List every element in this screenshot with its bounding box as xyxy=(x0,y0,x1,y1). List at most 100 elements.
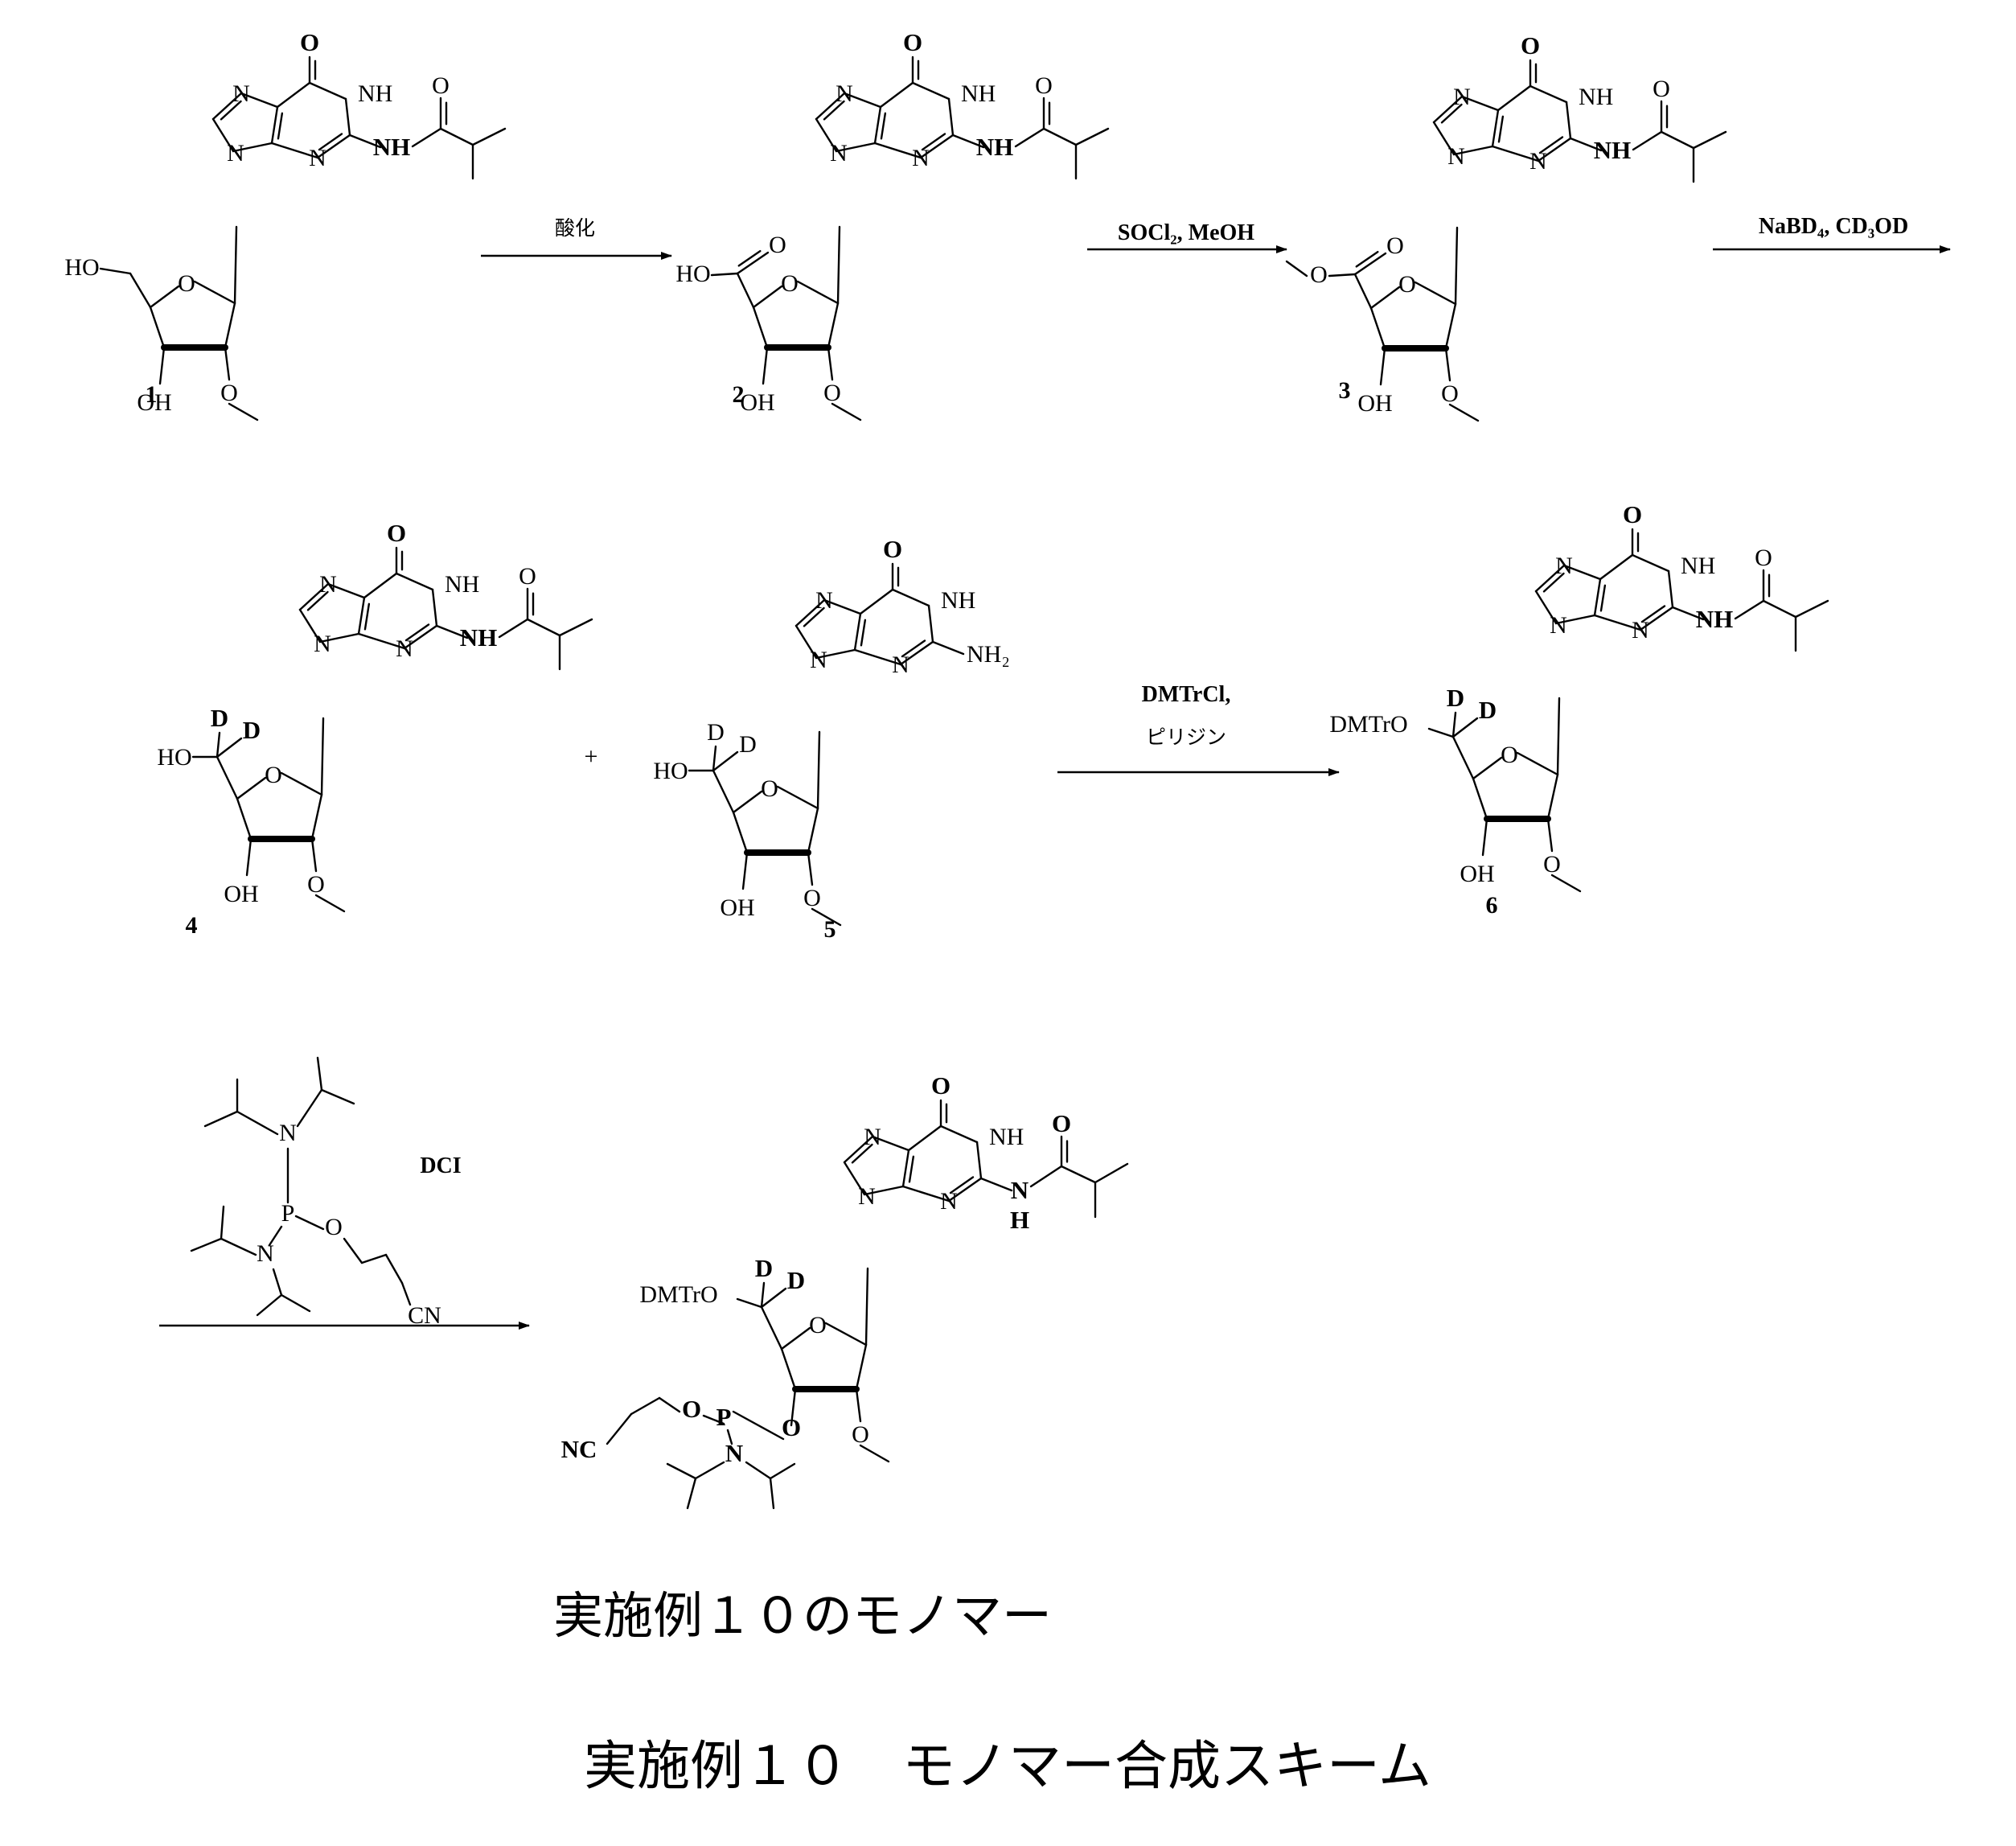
bond xyxy=(402,1283,410,1305)
atom-label: O xyxy=(1521,31,1540,60)
bond xyxy=(1552,875,1580,891)
atom-label: HO xyxy=(653,758,688,784)
bond xyxy=(1566,102,1571,138)
atom-label: O xyxy=(761,775,778,802)
bond xyxy=(1601,586,1605,611)
atom-label: O xyxy=(682,1395,701,1423)
bond xyxy=(832,404,860,420)
atom-label: NH xyxy=(460,623,498,652)
product-caption: 実施例１０のモノマー xyxy=(553,1586,1052,1645)
atom-label: D xyxy=(787,1266,805,1294)
bond xyxy=(296,1216,323,1229)
atom-label: D xyxy=(1447,684,1464,712)
bond xyxy=(855,614,860,650)
bond xyxy=(1076,129,1108,145)
bond xyxy=(473,129,505,145)
bond xyxy=(205,1112,237,1126)
bond xyxy=(1796,601,1828,617)
structure-compound-3: ONNNNHNHOOOOOOH xyxy=(1287,31,1726,421)
reagent-pyridine: ピリジン xyxy=(1146,726,1226,749)
bond xyxy=(1633,132,1661,150)
atom-label: O xyxy=(387,519,406,547)
bond xyxy=(225,347,229,380)
bond xyxy=(1763,601,1796,617)
atom-label: N xyxy=(940,1188,958,1215)
bond xyxy=(913,83,949,99)
bond xyxy=(281,773,322,795)
bond xyxy=(808,853,812,885)
bond xyxy=(949,99,953,135)
bond xyxy=(762,1283,764,1307)
bond xyxy=(1415,282,1456,304)
atom-label: DMTrO xyxy=(639,1281,717,1308)
atom-label: N xyxy=(1011,1176,1029,1204)
structure-compound-5: ONNNNHNH₂OODDHOOH xyxy=(653,535,1009,925)
bond xyxy=(217,757,237,799)
bond xyxy=(753,286,782,307)
atom-label: D xyxy=(739,731,757,758)
bond xyxy=(733,812,747,853)
bond xyxy=(217,733,220,757)
atom-label: O xyxy=(903,28,922,56)
atom-label: O xyxy=(432,72,450,99)
bond xyxy=(713,752,737,771)
bond xyxy=(860,590,893,614)
reagent-dci: DCI xyxy=(420,1153,461,1178)
bond xyxy=(365,604,369,630)
bond xyxy=(160,347,164,384)
bond xyxy=(221,1207,224,1239)
bond xyxy=(1517,753,1558,775)
compound-label-4: 4 xyxy=(186,912,198,939)
atom-label: O xyxy=(1501,742,1518,768)
bond xyxy=(866,1268,868,1345)
bond xyxy=(1446,304,1456,348)
atom-label: OH xyxy=(720,894,754,921)
atom-label: N xyxy=(1447,143,1465,170)
bond xyxy=(1429,729,1453,737)
bond xyxy=(346,99,350,135)
bond xyxy=(828,347,832,380)
bond xyxy=(1548,819,1552,851)
bond xyxy=(875,107,881,143)
bond xyxy=(770,1464,794,1478)
atom-label: NH xyxy=(1696,605,1734,633)
atom-label: NC xyxy=(561,1435,597,1463)
atom-label: O xyxy=(823,380,841,406)
atom-label: NH xyxy=(1594,136,1632,164)
bond xyxy=(1287,261,1307,276)
atom-label: N xyxy=(892,652,909,678)
bond xyxy=(229,404,257,420)
atom-label: N xyxy=(858,1183,876,1210)
bond xyxy=(696,1462,724,1478)
bond xyxy=(1548,775,1558,819)
bond xyxy=(1357,252,1378,266)
bond xyxy=(278,113,282,139)
bond xyxy=(782,1349,795,1389)
atom-label: N xyxy=(1453,84,1471,110)
bond xyxy=(150,286,179,307)
bond xyxy=(861,620,865,646)
bond xyxy=(977,1142,981,1178)
bond xyxy=(667,1464,696,1478)
bond xyxy=(344,1239,362,1263)
bond xyxy=(1499,117,1503,142)
bond xyxy=(386,1255,402,1283)
bond xyxy=(1735,601,1763,619)
bond xyxy=(1061,1166,1095,1182)
compound-label-1: 1 xyxy=(146,381,158,408)
bond xyxy=(130,273,150,307)
atom-label: H xyxy=(1010,1206,1029,1234)
bond xyxy=(933,642,963,654)
bond xyxy=(101,269,130,273)
atom-label: P xyxy=(716,1403,732,1431)
bond xyxy=(221,1239,256,1255)
atom-label: D xyxy=(211,704,228,732)
bond xyxy=(322,1090,354,1104)
atom-label: N xyxy=(1632,617,1649,643)
structure-compound-4: ONNNNHNHOOODDHOOH xyxy=(157,519,592,911)
bond xyxy=(1031,1166,1061,1186)
atom-label: NH xyxy=(961,80,996,107)
atom-label: N xyxy=(396,635,413,662)
atom-label: O xyxy=(300,28,319,56)
atom-label: O xyxy=(803,885,821,911)
